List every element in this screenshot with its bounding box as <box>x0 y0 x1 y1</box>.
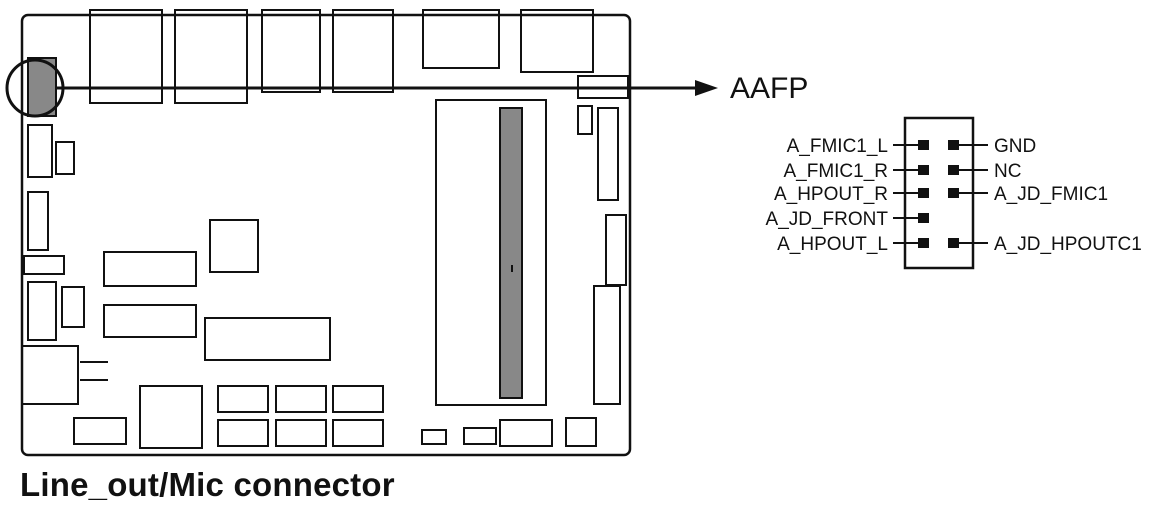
motherboard <box>20 9 632 457</box>
pin-labels-left: A_FMIC1_L A_FMIC1_RA_HPOUT_R A_JD_FRONT A_H… <box>766 136 918 255</box>
component <box>204 317 331 361</box>
dimm-slot-fill <box>499 107 523 399</box>
component <box>103 304 197 338</box>
header-pin <box>948 188 959 198</box>
component <box>275 419 327 447</box>
header-pin <box>918 188 929 198</box>
component <box>217 419 269 447</box>
header-pin <box>948 165 959 175</box>
pin-label-right: A_JD_FMIC1 <box>994 184 1108 205</box>
aafp-header-on-board <box>27 57 57 117</box>
component <box>103 251 197 287</box>
pin-label-left: A_FMIC1_R <box>783 161 888 182</box>
header-pins <box>918 140 959 248</box>
connector <box>605 214 627 286</box>
rear-port <box>261 9 321 93</box>
right-edge-components <box>577 105 627 405</box>
connector <box>577 105 593 135</box>
board-outline <box>20 13 632 457</box>
bottom-components <box>73 385 597 447</box>
component <box>332 419 384 447</box>
component <box>217 385 269 413</box>
component <box>21 345 79 405</box>
component <box>565 417 597 447</box>
component <box>27 281 57 341</box>
component <box>275 385 327 413</box>
center-components <box>103 219 331 449</box>
component <box>23 255 65 275</box>
header-pin <box>948 238 959 248</box>
pin-label-right: NC <box>994 161 1021 182</box>
header-pin <box>918 140 929 150</box>
rear-port <box>422 9 500 69</box>
header-pin <box>918 238 929 248</box>
rear-port <box>89 9 163 104</box>
component <box>55 141 75 175</box>
connector-title: AAFP <box>730 72 808 105</box>
rear-port <box>520 9 594 73</box>
pin-label-right: GND <box>994 136 1036 157</box>
component <box>421 429 447 445</box>
connector <box>597 107 619 201</box>
callout-arrow-head <box>695 80 718 96</box>
component <box>27 191 49 251</box>
dimm-slot-outline <box>435 99 547 406</box>
header-pin <box>918 165 929 175</box>
pin-label-left: A_HPOUT_L <box>777 234 888 255</box>
pin-label-left: A_HPOUT_R <box>774 184 888 205</box>
component <box>332 385 384 413</box>
header-pin <box>918 213 929 223</box>
component <box>209 219 259 273</box>
rear-port <box>174 9 248 104</box>
memory-slot <box>435 99 547 406</box>
pin-label-left: A_FMIC1_L <box>787 136 888 157</box>
pin-label-left: A_JD_FRONT <box>766 209 889 230</box>
header-pin <box>948 140 959 150</box>
left-edge-components <box>21 57 108 405</box>
rear-io-ports <box>89 9 629 104</box>
component <box>139 385 203 449</box>
rear-port <box>332 9 394 93</box>
component <box>463 427 497 445</box>
component <box>73 417 127 445</box>
component <box>61 286 85 328</box>
component <box>499 419 553 447</box>
connector <box>593 285 621 405</box>
pin-label-right: A_JD_HPOUTC1 <box>994 234 1142 255</box>
pinout-header: A_FMIC1_L A_FMIC1_RA_HPOUT_R A_JD_FRONT A_H… <box>766 116 1142 270</box>
diagram-caption: Line_out/Mic connector <box>20 466 395 503</box>
component <box>27 124 53 178</box>
